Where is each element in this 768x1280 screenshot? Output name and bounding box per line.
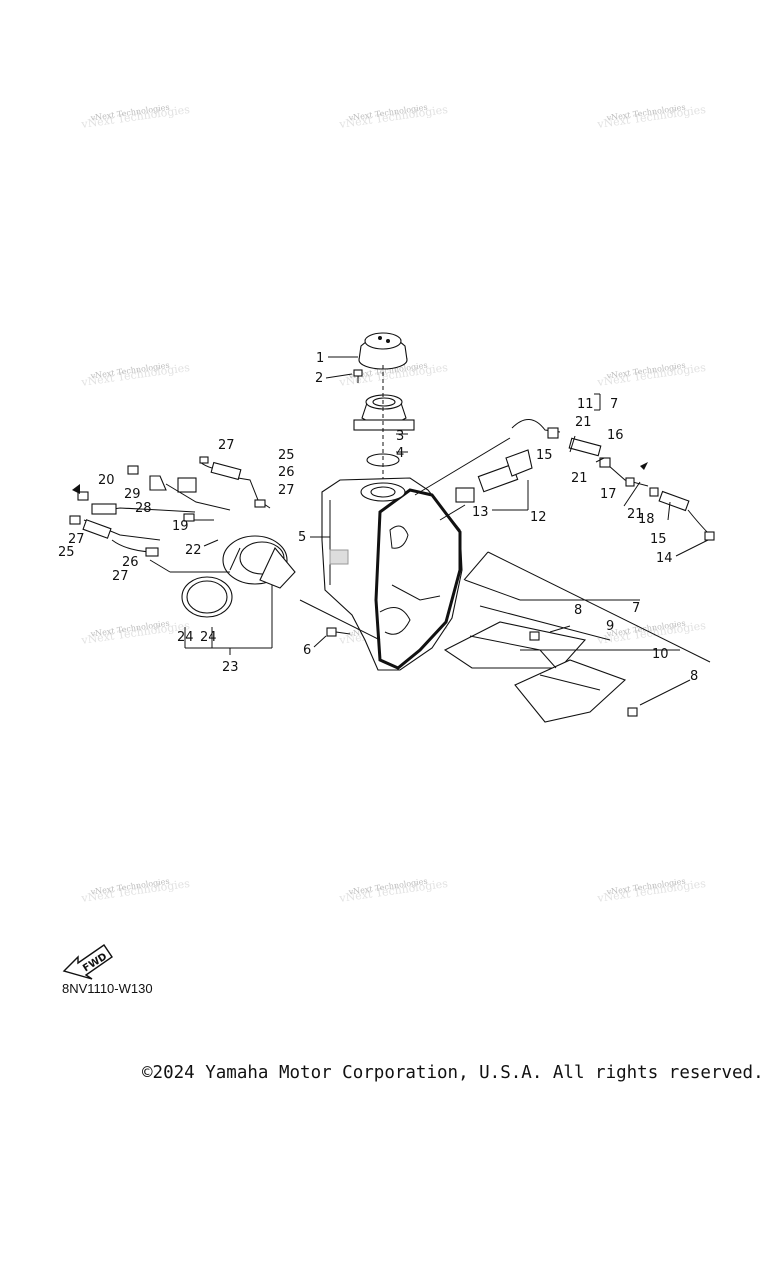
callout-8: 8: [574, 603, 582, 618]
callout-13: 13: [472, 505, 489, 520]
callout-7b: 7: [610, 397, 618, 412]
callout-28: 28: [135, 501, 152, 516]
callout-27: 27: [218, 438, 235, 453]
callouts: 1 2 3 4 5 6 7 8 9 10 11 12 13 14 15 16 1…: [58, 351, 698, 684]
callout-26: 26: [278, 465, 295, 480]
heat-shields: [443, 621, 627, 723]
callout-26b: 26: [122, 555, 139, 570]
hoses-left: [69, 456, 271, 557]
callout-27d: 27: [112, 569, 129, 584]
callout-25: 25: [278, 448, 295, 463]
callout-15: 15: [536, 448, 553, 463]
callout-4: 4: [396, 446, 404, 461]
callout-2: 2: [315, 371, 323, 386]
callout-1: 1: [316, 351, 324, 366]
callout-14: 14: [656, 551, 673, 566]
callout-17: 17: [600, 487, 617, 502]
callout-24b: 24: [200, 630, 217, 645]
callout-9: 9: [606, 619, 614, 634]
copyright-notice: ©2024 Yamaha Motor Corporation, U.S.A. A…: [142, 1063, 764, 1083]
callout-15b: 15: [650, 532, 667, 547]
filler-neck: [353, 394, 415, 431]
callout-27b: 27: [278, 483, 295, 498]
fuel-cap: [358, 332, 408, 370]
callout-16: 16: [607, 428, 624, 443]
callout-18: 18: [638, 512, 655, 527]
callout-6: 6: [303, 643, 311, 658]
callout-21c: 21: [627, 507, 644, 522]
fuel-tank: [321, 477, 463, 671]
callout-29: 29: [124, 487, 141, 502]
callout-23: 23: [222, 660, 239, 675]
fuel-pump: [455, 449, 533, 503]
hoses-right: [72, 419, 715, 541]
callout-3: 3: [396, 429, 404, 444]
callout-27c: 27: [68, 532, 85, 547]
fwd-arrow-icon: FWD: [62, 944, 113, 980]
callout-10: 10: [652, 647, 669, 662]
callout-11: 11: [577, 397, 594, 412]
callout-21: 21: [575, 415, 592, 430]
callout-25b: 25: [58, 545, 75, 560]
diagram-code: 8NV1110-W130: [62, 981, 153, 996]
callout-12: 12: [530, 510, 547, 525]
leader-lines: [149, 356, 711, 706]
callout-19: 19: [172, 519, 189, 534]
callout-5: 5: [298, 530, 306, 545]
gaskets: [181, 576, 233, 618]
sending-unit: [222, 535, 296, 589]
callout-21b: 21: [571, 471, 588, 486]
callout-22: 22: [185, 543, 202, 558]
cap-bolt: [353, 369, 363, 383]
bolts: [326, 627, 638, 717]
callout-7: 7: [632, 601, 640, 616]
callout-20: 20: [98, 473, 115, 488]
callout-8b: 8: [690, 669, 698, 684]
callout-24: 24: [177, 630, 194, 645]
